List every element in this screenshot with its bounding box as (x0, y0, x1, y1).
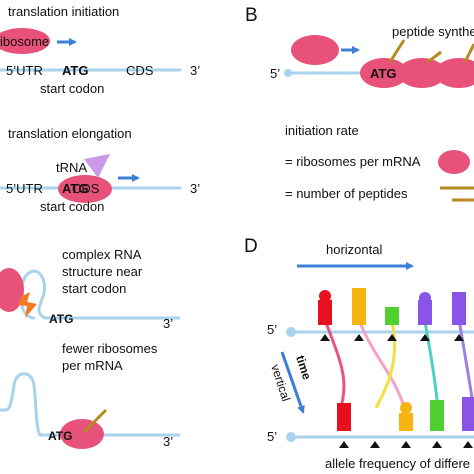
lineage-red (323, 319, 346, 411)
free-ribosome-shape (291, 35, 339, 65)
ribosome-b-2 (398, 58, 446, 88)
blocked-ribosome-shape (0, 268, 24, 312)
lineage-purple (423, 321, 440, 411)
initiation-rate-label: initiation rate (285, 123, 359, 138)
fewer-ribosomes-line1: fewer ribosomes (62, 341, 158, 356)
mrna-loop-strand (0, 372, 180, 437)
mrna-hairpin-strand (19, 269, 180, 320)
ribosome-b-3 (435, 58, 474, 88)
allele-block-top-4 (418, 300, 432, 325)
mrna-cap-d-top (286, 327, 296, 337)
allele-block-bottom-2 (399, 413, 413, 431)
trna-icon (84, 154, 110, 178)
elongation-title: translation elongation (8, 126, 132, 141)
complex-rna-line2: structure near (62, 264, 143, 279)
panel-d-letter: D (244, 236, 258, 257)
codon-marker-top-3 (387, 334, 397, 341)
atg-label-c: ATG (49, 312, 73, 326)
initiation-title: translation initiation (8, 4, 119, 19)
allele-block-bottom-1 (337, 403, 351, 431)
three-prime-label-elongation: 3’ (190, 181, 200, 196)
peptide-chain-c (82, 408, 108, 434)
fewer-ribosomes-line2: per mRNA (62, 358, 123, 373)
time-arrow-icon (280, 351, 305, 414)
five-prime-label-d-bottom: 5’ (267, 429, 277, 444)
mrna-cap-b (284, 69, 292, 77)
mrna-cap-d-bottom (286, 432, 296, 442)
utr5-label-elongation: 5’UTR (6, 181, 43, 196)
allele-block-top-1 (318, 300, 332, 325)
lineage-yellow (357, 319, 407, 411)
three-prime-label: 3’ (190, 63, 200, 78)
allele-block-top-2 (352, 288, 366, 325)
codon-marker-top-1 (320, 334, 330, 341)
codon-marker-top-2 (354, 334, 364, 341)
panel-b-letter: B (245, 5, 258, 26)
three-prime-label-c: 3’ (163, 316, 173, 331)
vertical-label: vertical (268, 363, 293, 403)
allele-block-bottom-4 (462, 397, 474, 431)
allele-cap-top-1 (319, 290, 331, 302)
lineage-green (374, 321, 397, 409)
codon-marker-bottom-1 (339, 441, 349, 448)
codon-marker-bottom-5 (463, 441, 473, 448)
time-label: time (293, 354, 314, 382)
start-codon-label: start codon (40, 81, 104, 96)
start-codon-label-elongation: start codon (40, 199, 104, 214)
codon-marker-bottom-2 (370, 441, 380, 448)
ribosome-shape (0, 28, 50, 54)
peptide-chain-3 (463, 43, 474, 63)
allele-frequency-label: allele frequency of differe (325, 456, 470, 471)
panel-b: B peptide synthes 5’ ATG initiation rate… (245, 5, 474, 202)
allele-cap-bottom-2 (400, 402, 412, 414)
number-of-peptides-label: = number of peptides (285, 186, 408, 201)
ribosomes-per-mrna-label: = ribosomes per mRNA (285, 154, 421, 169)
allele-cap-top-4 (419, 292, 431, 304)
peptide-chain-1 (388, 39, 406, 63)
panel-c: complex RNA structure near start codon A… (0, 247, 180, 449)
lightning-icon (18, 292, 37, 318)
complex-rna-line1: complex RNA (62, 247, 142, 262)
codon-marker-top-5 (454, 334, 464, 341)
allele-block-bottom-3 (430, 400, 444, 431)
utr5-label: 5’UTR (6, 63, 43, 78)
panel-a-initiation: translation initiation ibosome 5’UTR ATG… (0, 4, 200, 96)
cds-label: CDS (126, 63, 154, 78)
atg-label-c2: ATG (48, 429, 72, 443)
allele-block-top-5 (452, 292, 466, 325)
trna-label: tRNA (56, 160, 87, 175)
five-prime-label-d-top: 5’ (267, 322, 277, 337)
codon-marker-bottom-4 (432, 441, 442, 448)
panel-a-elongation: translation elongation tRNA 5’UTR ATG CD… (0, 126, 200, 214)
cds-label-elongation: CDS (72, 181, 100, 196)
atg-label: ATG (62, 63, 88, 78)
single-ribosome-shape (60, 419, 104, 449)
legend-ribosome-icon (438, 150, 470, 174)
codon-marker-top-4 (420, 334, 430, 341)
peptide-synthesis-label: peptide synthes (392, 24, 474, 39)
horizontal-label: horizontal (326, 242, 382, 257)
atg-label-elongation: ATG (62, 181, 88, 196)
three-prime-label-c2: 3’ (163, 434, 173, 449)
ribosome-elongation-shape (58, 175, 112, 203)
panel-d: D horizontal 5’ 5’ time vertical (244, 236, 474, 471)
allele-block-top-3 (385, 307, 399, 325)
atg-label-b: ATG (370, 66, 396, 81)
five-prime-label-b: 5’ (270, 66, 280, 81)
ribosome-b-1 (360, 58, 408, 88)
complex-rna-line3: start codon (62, 281, 126, 296)
ribosome-label: ibosome (0, 34, 49, 49)
codon-marker-bottom-3 (401, 441, 411, 448)
peptide-chain-2 (427, 50, 442, 64)
